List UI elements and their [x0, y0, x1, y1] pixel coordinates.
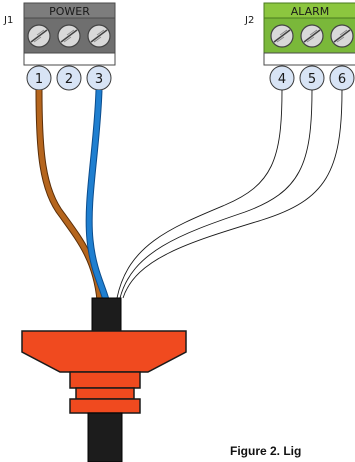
terminal-screw-icon — [330, 24, 354, 48]
alarm-wire-6 — [122, 89, 343, 299]
terminal-5-label: 5 — [308, 72, 316, 87]
power-terminal-block: J1 POWER 1 2 3 — [3, 2, 116, 91]
alarm-block-title: ALARM — [291, 5, 330, 18]
alarm-wire-5 — [119, 89, 313, 299]
cable-jacket-bottom — [87, 412, 123, 462]
terminal-6-label: 6 — [338, 72, 346, 87]
blue-wire — [85, 89, 110, 301]
terminal-4-label: 4 — [278, 72, 286, 87]
gland-top-flange — [21, 330, 187, 373]
gland-ring — [75, 387, 135, 400]
alarm-terminal-block: J2 ALARM 4 5 6 — [244, 2, 355, 91]
terminal-3-label: 3 — [95, 72, 103, 87]
figure-caption: Figure 2. Lig — [230, 444, 301, 458]
alarm-wires — [116, 89, 343, 299]
terminal-2 — [56, 65, 82, 91]
cable-gland — [21, 297, 187, 462]
terminal-screw-icon — [87, 24, 111, 48]
terminal-screw-icon — [270, 24, 294, 48]
gland-body-upper — [69, 371, 141, 389]
cable-jacket-top — [91, 297, 122, 332]
alarm-block-ref: J2 — [244, 15, 254, 26]
terminal-screw-icon — [300, 24, 324, 48]
power-terminal-base — [23, 52, 116, 66]
terminal-screw-icon — [57, 24, 81, 48]
power-block-ref: J1 — [3, 15, 13, 26]
terminal-2-label: 2 — [65, 72, 73, 87]
alarm-terminal-base — [263, 52, 355, 66]
alarm-wire-4 — [116, 89, 283, 299]
terminal-screw-icon — [27, 24, 51, 48]
terminal-1-label: 1 — [35, 72, 43, 87]
power-block-title: POWER — [49, 5, 90, 18]
gland-body-lower — [69, 398, 141, 414]
